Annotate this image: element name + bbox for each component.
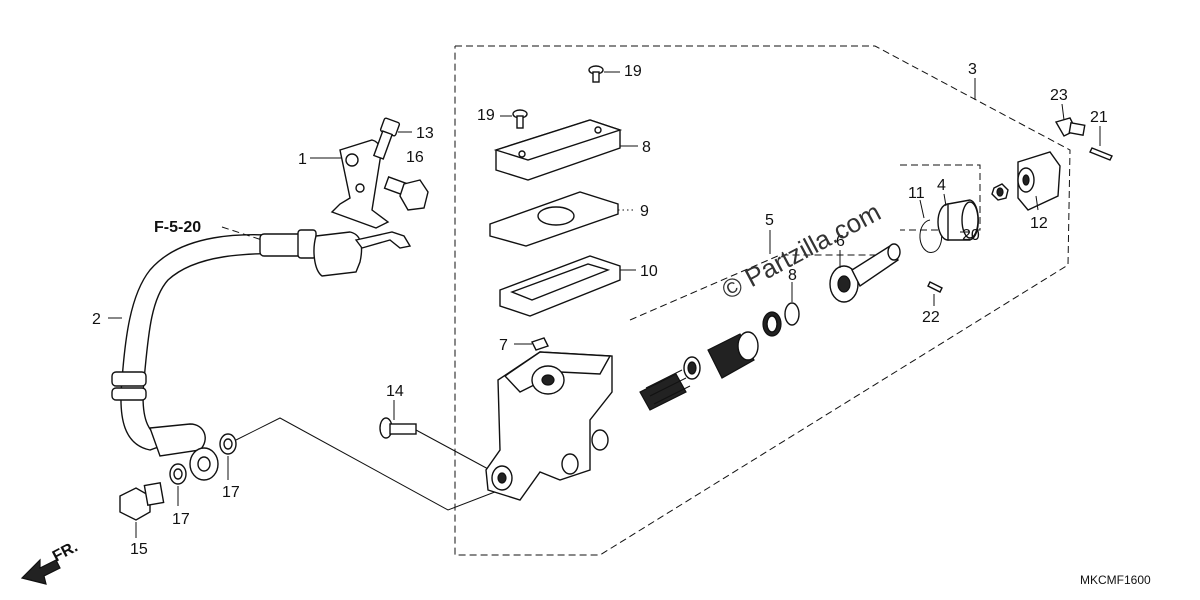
watermark-text: © Partzilla.com [717, 197, 886, 306]
callout-8a: 8 [642, 139, 651, 156]
leader-12 [1035, 195, 1039, 211]
screw-19-b[interactable] [512, 109, 528, 129]
callout-19a: 19 [624, 63, 642, 80]
callout-1: 1 [298, 151, 307, 168]
callout-6: 6 [836, 233, 845, 250]
leader-4 [943, 193, 947, 207]
nut[interactable] [991, 183, 1009, 201]
reservoir-cap-8[interactable] [493, 119, 623, 181]
push-rod-6[interactable] [829, 243, 901, 303]
leader-23 [1061, 103, 1065, 121]
callout-3: 3 [968, 61, 977, 78]
bolt-16[interactable] [383, 176, 429, 211]
pin-23[interactable] [1054, 117, 1086, 137]
reference-leader [221, 226, 263, 241]
hose-switch[interactable] [313, 231, 412, 277]
callout-20: 20 [962, 227, 980, 244]
bolt-axis [235, 417, 501, 511]
callout-5: 5 [765, 212, 774, 229]
callout-4: 4 [937, 177, 946, 194]
brake-hose[interactable] [111, 229, 317, 457]
bolt-13[interactable] [372, 117, 401, 160]
inner-boundary [900, 164, 981, 231]
callout-10: 10 [640, 263, 658, 280]
diaphragm-plate-9[interactable] [489, 191, 619, 247]
front-direction-indicator: FR. [20, 538, 81, 585]
clip-7[interactable] [531, 337, 549, 351]
ring-8b[interactable] [784, 302, 800, 326]
callout-21: 21 [1090, 109, 1108, 126]
master-cylinder-body[interactable] [485, 351, 613, 501]
pin-22[interactable] [927, 281, 943, 293]
banjo-bolt-15[interactable] [119, 481, 165, 521]
callout-7: 7 [499, 337, 508, 354]
bolt-14[interactable] [379, 417, 417, 439]
leader-11 [919, 199, 925, 219]
callout-12: 12 [1030, 215, 1048, 232]
callout-11: 11 [908, 185, 925, 202]
washer-17-a[interactable] [169, 463, 187, 485]
callout-19b: 19 [477, 107, 495, 124]
assembly-boundary [454, 45, 1071, 556]
callout-17a: 17 [172, 511, 190, 528]
diaphragm-10[interactable] [499, 255, 621, 317]
diagram-code: MKCMF1600 [1080, 573, 1151, 587]
clevis-12[interactable] [1017, 151, 1061, 211]
hose-banjo[interactable] [189, 447, 219, 481]
washer-17-b[interactable] [219, 433, 237, 455]
piston-seal[interactable] [762, 311, 782, 337]
bolt14-axis [415, 429, 491, 471]
reference-label[interactable]: F-5-20 [154, 219, 201, 236]
callout-13: 13 [416, 125, 434, 142]
cotter-21[interactable] [1089, 147, 1113, 161]
callout-17b: 17 [222, 484, 240, 501]
spring-seat[interactable] [683, 356, 701, 380]
callout-2: 2 [92, 311, 101, 328]
callout-23: 23 [1050, 87, 1068, 104]
callout-9: 9 [640, 203, 649, 220]
callout-8b: 8 [788, 267, 797, 284]
callout-16: 16 [406, 149, 424, 166]
callout-22: 22 [922, 309, 940, 326]
screw-19-a[interactable] [588, 65, 604, 83]
boot-4[interactable] [937, 199, 979, 241]
piston-cup[interactable] [707, 331, 759, 379]
spring[interactable] [639, 369, 691, 411]
callout-15: 15 [130, 541, 148, 558]
piston-boundary [629, 254, 900, 321]
callout-14: 14 [386, 383, 404, 400]
